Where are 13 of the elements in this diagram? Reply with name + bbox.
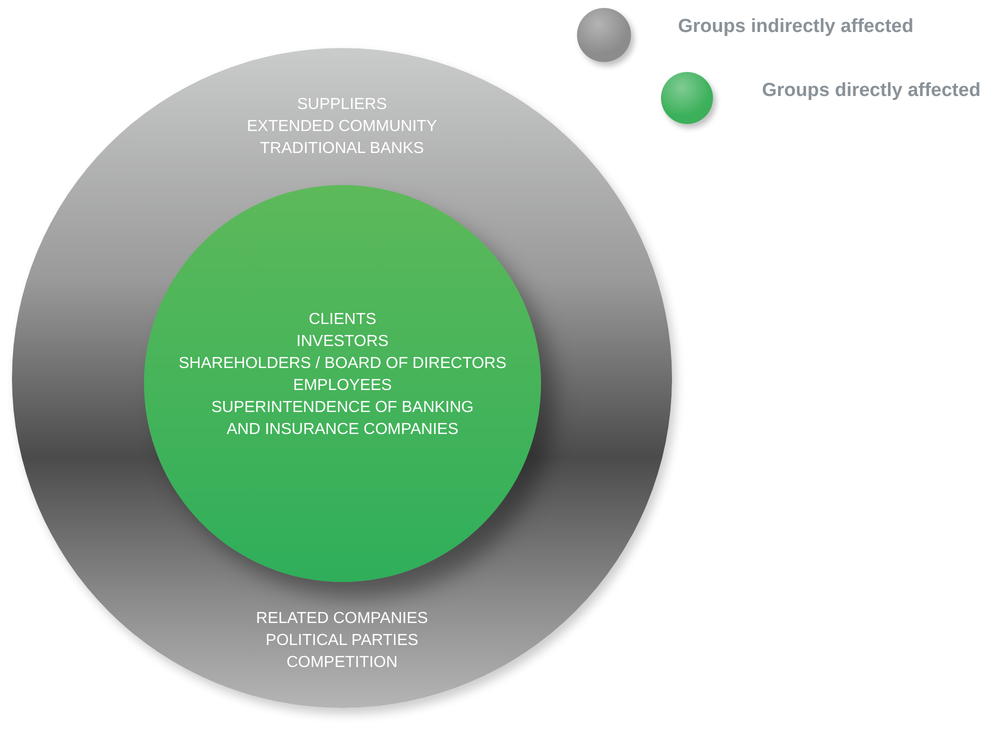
group-name: COMPETITION [286, 653, 398, 673]
group-name: SHAREHOLDERS / BOARD OF DIRECTORS [178, 354, 506, 374]
group-name: INVESTORS [296, 332, 389, 352]
legend-label: Groups directly affected [762, 80, 981, 102]
group-name: EMPLOYEES [293, 376, 392, 396]
group-name: POLITICAL PARTIES [266, 631, 418, 651]
group-name: SUPERINTENDENCE OF BANKING AND INSURANCE COMPANIES [210, 398, 475, 440]
group-name: EXTENDED COMMUNITY [246, 117, 438, 137]
legend-label: Groups indirectly affected [678, 16, 914, 38]
group-name: TRADITIONAL BANKS [260, 139, 424, 159]
group-name: SUPPLIERS [297, 95, 387, 115]
group-name: RELATED COMPANIES [256, 609, 428, 629]
group-name: CLIENTS [308, 310, 376, 330]
